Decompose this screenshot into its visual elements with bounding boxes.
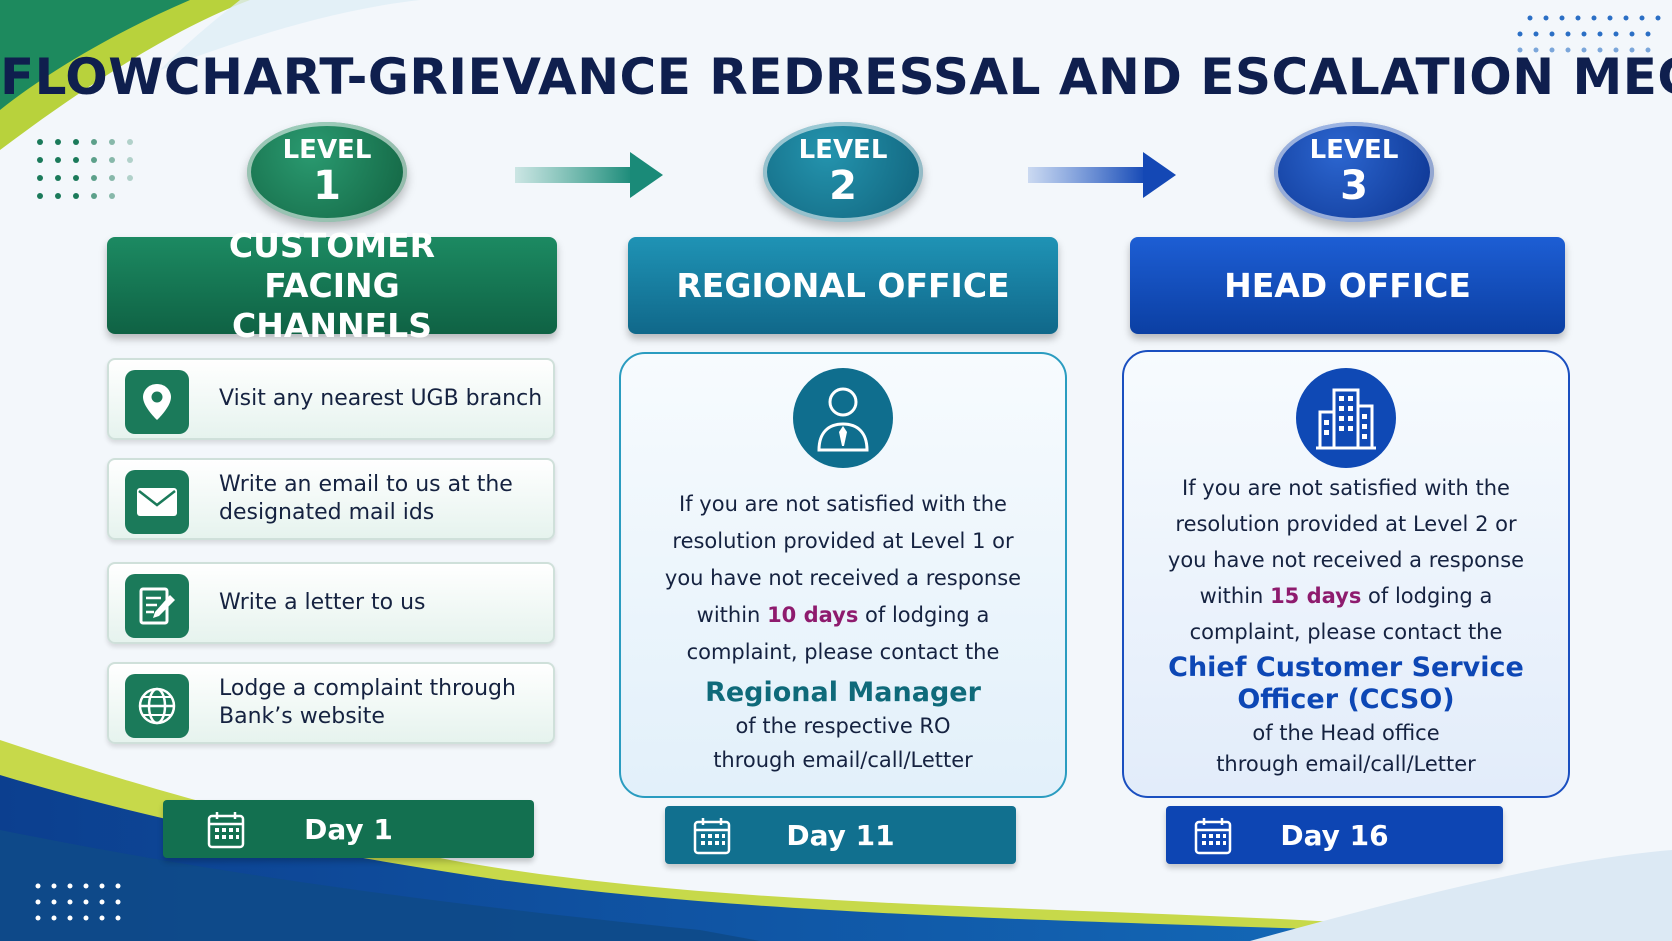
arrow-right-icon xyxy=(515,152,663,198)
channel-item: Lodge a complaint through Bank’s website xyxy=(107,662,555,744)
level-2-header: REGIONAL OFFICE xyxy=(628,237,1058,334)
calendar-icon xyxy=(693,818,731,855)
level-2-description-cont: of lodging a complaint, please contact t… xyxy=(686,603,1000,664)
level-1-day-label: Day 1 xyxy=(304,812,393,846)
level-3-description-cont: of lodging a complaint, please contact t… xyxy=(1189,584,1503,644)
page-title: FLOWCHART-GRIEVANCE REDRESSAL AND ESCALA… xyxy=(0,48,1672,106)
level-3-number: 3 xyxy=(1340,163,1368,209)
calendar-icon xyxy=(207,812,245,849)
dot-pattern-bottom xyxy=(35,883,121,921)
dot-pattern-left xyxy=(37,139,133,199)
level-1-word: LEVEL xyxy=(282,135,372,165)
level-2-tail-2: through email/call/Letter xyxy=(713,748,973,772)
manager-person-icon xyxy=(793,368,893,468)
level-2-word: LEVEL xyxy=(798,135,888,165)
envelope-icon xyxy=(125,470,189,534)
level-1-badge: LEVEL 1 xyxy=(247,122,407,222)
level-1-header-label: CUSTOMER FACING CHANNELS xyxy=(228,225,436,345)
channel-text: Write a letter to us xyxy=(219,590,426,615)
channel-text: Write an email to us at the designated m… xyxy=(219,472,513,525)
office-building-icon xyxy=(1296,368,1396,468)
level-2-day-box: Day 11 xyxy=(665,806,1016,864)
level-3-days-highlight: 15 days xyxy=(1270,584,1362,608)
level-2-description: If you are not satisfied with the resolu… xyxy=(664,492,1022,627)
level-3-tail-1: of the Head office xyxy=(1252,721,1440,745)
level-3-description-box: If you are not satisfied with the resolu… xyxy=(1122,350,1570,798)
globe-icon xyxy=(125,674,189,738)
channel-item: Visit any nearest UGB branch xyxy=(107,358,555,440)
level-3-description: If you are not satisfied with the resolu… xyxy=(1167,476,1525,608)
level-3-day-label: Day 16 xyxy=(1280,818,1389,852)
channel-item: Write an email to us at the designated m… xyxy=(107,458,555,540)
calendar-icon xyxy=(1194,818,1232,855)
level-2-tail-1: of the respective RO xyxy=(735,714,951,738)
level-3-tail-2: through email/call/Letter xyxy=(1216,752,1476,776)
arrow-right-icon xyxy=(1028,152,1176,198)
channel-text: Lodge a complaint through Bank’s website xyxy=(219,676,516,729)
level-1-number: 1 xyxy=(313,163,341,209)
level-2-days-highlight: 10 days xyxy=(767,603,859,627)
level-3-day-box: Day 16 xyxy=(1166,806,1503,864)
level-1-header: CUSTOMER FACING CHANNELS xyxy=(107,226,557,345)
level-2-number: 2 xyxy=(829,163,857,209)
level-2-day-label: Day 11 xyxy=(786,818,895,852)
channel-item: Write a letter to us xyxy=(107,562,555,644)
level-2-header-label: REGIONAL OFFICE xyxy=(676,265,1010,305)
level-3-badge: LEVEL 3 xyxy=(1274,122,1434,222)
level-3-authority: Chief Customer Service Officer (CCSO) xyxy=(1168,652,1524,715)
level-2-badge: LEVEL 2 xyxy=(763,122,923,222)
letter-pen-icon xyxy=(125,574,189,638)
level-3-header-label: HEAD OFFICE xyxy=(1224,265,1471,305)
location-pin-icon xyxy=(125,370,189,434)
level-1-day-box: Day 1 xyxy=(163,800,534,858)
dot-pattern-right xyxy=(1517,15,1661,53)
level-3-header: HEAD OFFICE xyxy=(1130,237,1565,334)
channel-text: Visit any nearest UGB branch xyxy=(219,386,543,411)
level-3-word: LEVEL xyxy=(1309,135,1399,165)
level-2-authority: Regional Manager xyxy=(705,677,981,708)
level-2-description-box: If you are not satisfied with the resolu… xyxy=(619,352,1067,798)
